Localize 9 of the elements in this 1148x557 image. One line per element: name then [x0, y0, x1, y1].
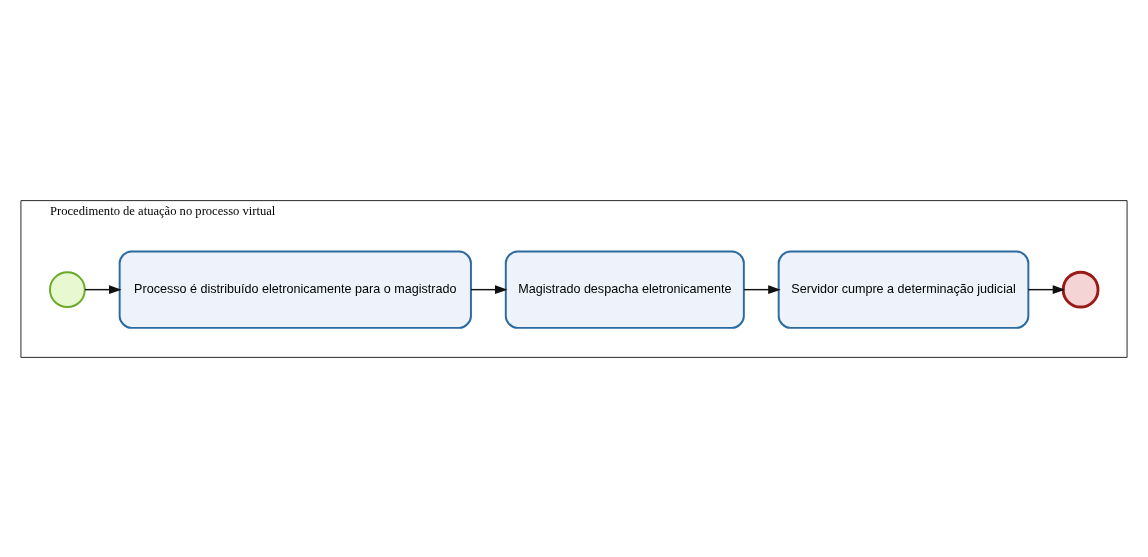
node-box: Magistrado despacha eletronicamente: [504, 249, 745, 329]
arrow: [470, 284, 508, 294]
arrow: [1027, 284, 1066, 294]
arrow: [743, 284, 781, 294]
node-circle: [49, 270, 86, 308]
node-circle: [1061, 270, 1100, 308]
arrow: [84, 284, 122, 294]
node-box: Processo é distribuído eletronicamente para o magistrado: [118, 249, 472, 329]
node-box: Servidor cumpre a determinação judicial: [777, 249, 1030, 329]
